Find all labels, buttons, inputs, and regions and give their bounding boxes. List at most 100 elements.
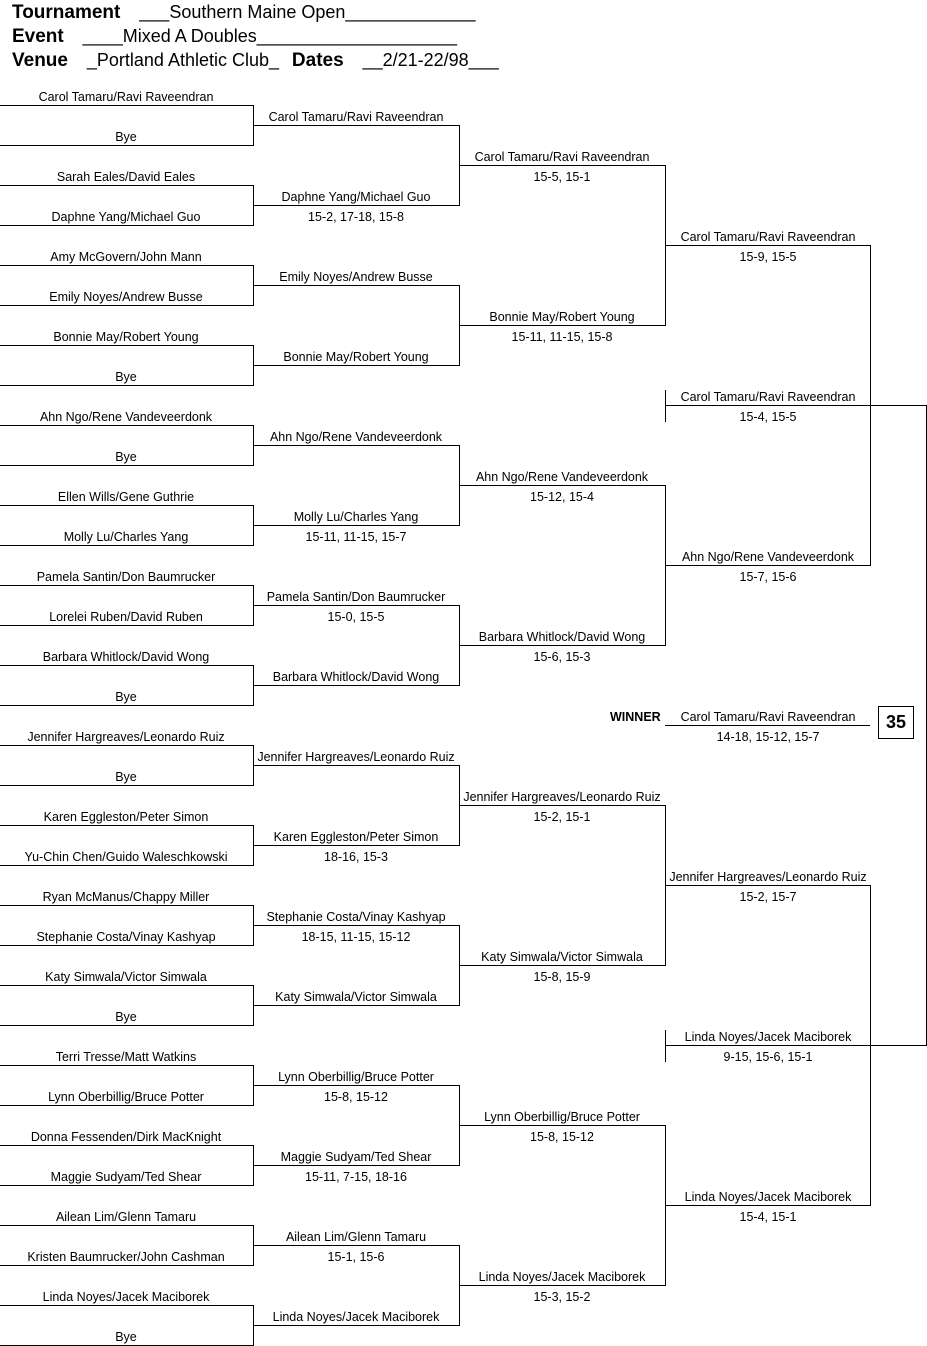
round1-entry: Maggie Sudyam/Ted Shear bbox=[50, 1170, 202, 1184]
round5-line bbox=[665, 405, 927, 406]
round1-line bbox=[0, 105, 253, 106]
round4-score: 15-2, 15-7 bbox=[739, 890, 797, 904]
dates-label: Dates bbox=[291, 50, 344, 71]
round1-line bbox=[0, 265, 253, 266]
round3-line bbox=[459, 165, 665, 166]
round2-line bbox=[253, 1005, 459, 1006]
round3-line bbox=[459, 1285, 665, 1286]
round1-line bbox=[0, 625, 253, 626]
round2-entry: Emily Noyes/Andrew Busse bbox=[279, 270, 433, 284]
round3-score: 15-8, 15-9 bbox=[533, 970, 591, 984]
round1-line bbox=[0, 1265, 253, 1266]
round2-entry: Daphne Yang/Michael Guo bbox=[281, 190, 431, 204]
round2-line bbox=[253, 1165, 459, 1166]
round3-line bbox=[459, 485, 665, 486]
winner-name: Carol Tamaru/Ravi Raveendran bbox=[680, 710, 856, 724]
round1-entry: Barbara Whitlock/David Wong bbox=[42, 650, 210, 664]
round4-line bbox=[665, 245, 870, 246]
venue-value: _Portland Athletic Club_ bbox=[86, 50, 280, 70]
round1-entry: Linda Noyes/Jacek Maciborek bbox=[42, 1290, 210, 1304]
round2-entry: Pamela Santin/Don Baumrucker bbox=[266, 590, 446, 604]
round1-line bbox=[0, 305, 253, 306]
round5-tick bbox=[665, 1030, 666, 1062]
round3-entry: Carol Tamaru/Ravi Raveendran bbox=[474, 150, 650, 164]
round2-score: 18-16, 15-3 bbox=[324, 850, 388, 864]
venue-row: Venue _Portland Athletic Club_ Dates __2… bbox=[12, 50, 499, 74]
round2-score: 15-0, 15-5 bbox=[327, 610, 385, 624]
round1-entry: Stephanie Costa/Vinay Kashyap bbox=[36, 930, 216, 944]
round1-entry: Lorelei Ruben/David Ruben bbox=[49, 610, 203, 624]
round3-score: 15-5, 15-1 bbox=[533, 170, 591, 184]
tournament-value: ___Southern Maine Open_____________ bbox=[139, 2, 476, 22]
round2-entry: Karen Eggleston/Peter Simon bbox=[273, 830, 439, 844]
round3-score: 15-3, 15-2 bbox=[533, 1290, 591, 1304]
round1-line bbox=[0, 1025, 253, 1026]
round1-entry: Pamela Santin/Don Baumrucker bbox=[36, 570, 216, 584]
round2-entry: Katy Simwala/Victor Simwala bbox=[275, 990, 437, 1004]
round1-entry: Bye bbox=[115, 1330, 137, 1344]
round1-line bbox=[0, 345, 253, 346]
round1-line bbox=[0, 1225, 253, 1226]
round1-entry: Molly Lu/Charles Yang bbox=[63, 530, 189, 544]
round1-entry: Donna Fessenden/Dirk MacKnight bbox=[30, 1130, 222, 1144]
round2-entry: Ahn Ngo/Rene Vandeveerdonk bbox=[269, 430, 443, 444]
round3-score: 15-2, 15-1 bbox=[533, 810, 591, 824]
round3-entry: Jennifer Hargreaves/Leonardo Ruiz bbox=[463, 790, 661, 804]
round3-line bbox=[459, 965, 665, 966]
round4-line bbox=[665, 565, 870, 566]
round1-entry: Ryan McManus/Chappy Miller bbox=[42, 890, 210, 904]
round1-entry: Emily Noyes/Andrew Busse bbox=[49, 290, 203, 304]
round3-score: 15-12, 15-4 bbox=[530, 490, 594, 504]
round3-entry: Katy Simwala/Victor Simwala bbox=[481, 950, 643, 964]
round1-line bbox=[0, 225, 253, 226]
round1-entry: Amy McGovern/John Mann bbox=[50, 250, 202, 264]
round3-entry: Linda Noyes/Jacek Maciborek bbox=[478, 1270, 646, 1284]
round1-entry: Bye bbox=[115, 370, 137, 384]
winner-box: 35 bbox=[878, 706, 914, 739]
round2-score: 15-8, 15-12 bbox=[324, 1090, 388, 1104]
round1-line bbox=[0, 1065, 253, 1066]
round1-line bbox=[0, 145, 253, 146]
round3-entry: Barbara Whitlock/David Wong bbox=[478, 630, 646, 644]
round1-line bbox=[0, 505, 253, 506]
round1-entry: Ahn Ngo/Rene Vandeveerdonk bbox=[39, 410, 213, 424]
round4-line bbox=[665, 885, 870, 886]
round3-line bbox=[459, 325, 665, 326]
round1-line bbox=[0, 385, 253, 386]
round4-entry: Linda Noyes/Jacek Maciborek bbox=[684, 1190, 852, 1204]
round5-score: 15-4, 15-5 bbox=[739, 410, 797, 424]
round2-entry: Ailean Lim/Glenn Tamaru bbox=[285, 1230, 427, 1244]
round4-entry: Jennifer Hargreaves/Leonardo Ruiz bbox=[669, 870, 867, 884]
round1-entry: Bye bbox=[115, 690, 137, 704]
round1-line bbox=[0, 665, 253, 666]
round1-entry: Bye bbox=[115, 130, 137, 144]
round1-entry: Bonnie May/Robert Young bbox=[53, 330, 199, 344]
round2-score: 15-2, 17-18, 15-8 bbox=[308, 210, 404, 224]
round1-line bbox=[0, 1145, 253, 1146]
round1-line bbox=[0, 1105, 253, 1106]
round2-score: 15-1, 15-6 bbox=[327, 1250, 385, 1264]
round2-entry: Lynn Oberbillig/Bruce Potter bbox=[278, 1070, 434, 1084]
round1-line bbox=[0, 585, 253, 586]
venue-label: Venue bbox=[12, 50, 68, 71]
round2-line bbox=[253, 125, 459, 126]
round2-line bbox=[253, 525, 459, 526]
round2-line bbox=[253, 445, 459, 446]
round2-line bbox=[253, 845, 459, 846]
round1-entry: Katy Simwala/Victor Simwala bbox=[45, 970, 207, 984]
round4-score: 15-9, 15-5 bbox=[739, 250, 797, 264]
round1-entry: Karen Eggleston/Peter Simon bbox=[43, 810, 209, 824]
round2-entry: Stephanie Costa/Vinay Kashyap bbox=[266, 910, 446, 924]
round1-line bbox=[0, 545, 253, 546]
round1-entry: Bye bbox=[115, 1010, 137, 1024]
round4-entry: Ahn Ngo/Rene Vandeveerdonk bbox=[681, 550, 855, 564]
winner-line bbox=[665, 725, 870, 726]
round1-line bbox=[0, 905, 253, 906]
round1-entry: Daphne Yang/Michael Guo bbox=[51, 210, 201, 224]
round2-score: 15-11, 7-15, 18-16 bbox=[305, 1170, 407, 1184]
round2-line bbox=[253, 765, 459, 766]
round1-line bbox=[0, 425, 253, 426]
round1-line bbox=[0, 865, 253, 866]
round2-entry: Barbara Whitlock/David Wong bbox=[272, 670, 440, 684]
